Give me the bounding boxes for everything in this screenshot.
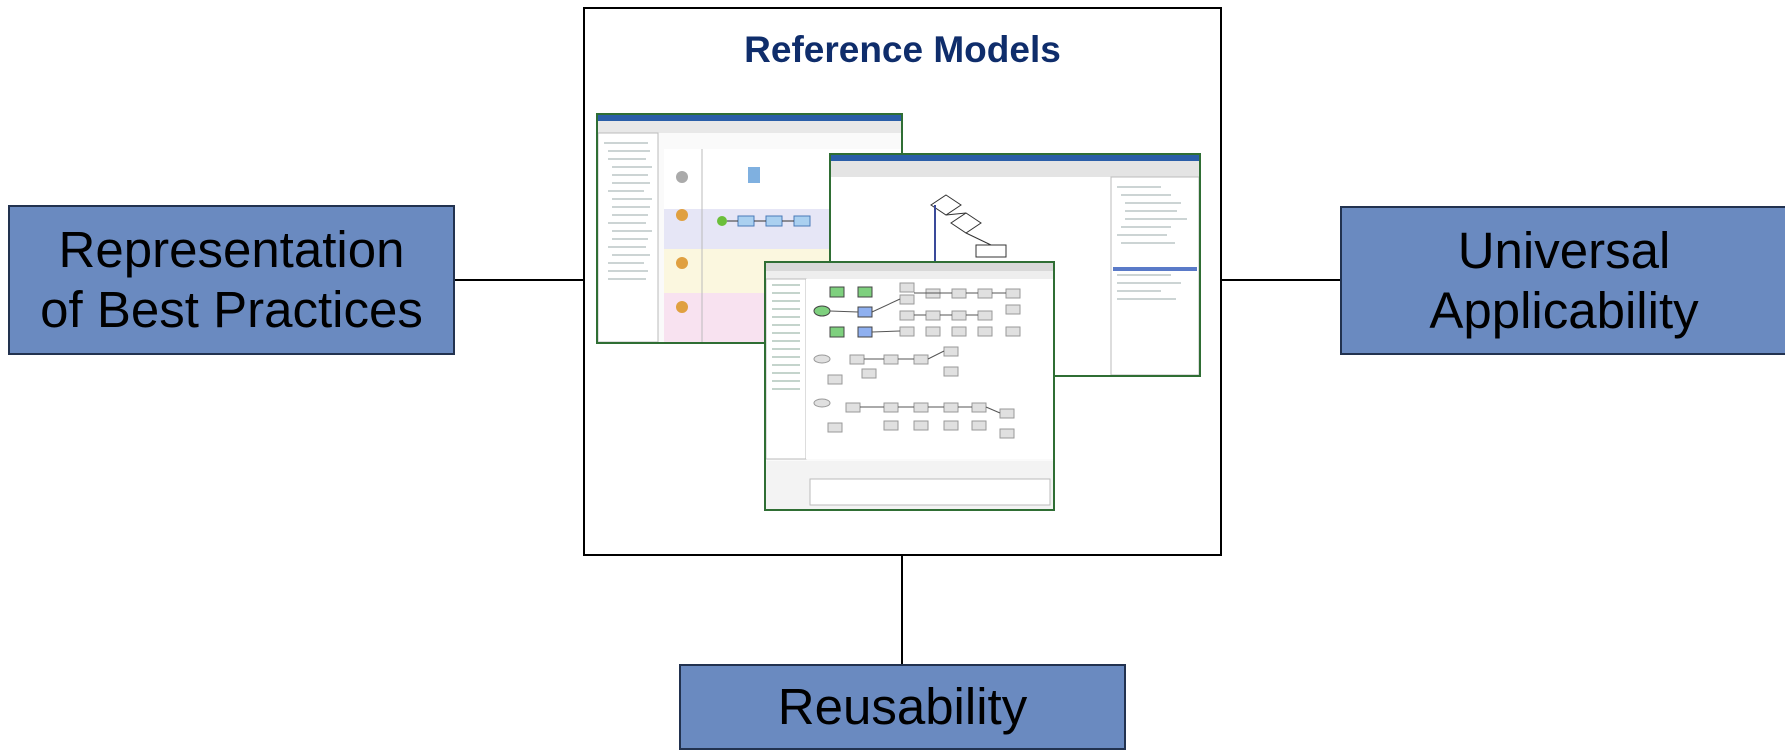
best-practices-line2: of Best Practices xyxy=(40,281,423,338)
universal-applicability-box: Universal Applicability xyxy=(1340,206,1785,355)
best-practices-box: Representation of Best Practices xyxy=(8,205,455,355)
reference-models-title: Reference Models xyxy=(744,29,1061,70)
universal-applicability-line2: Applicability xyxy=(1429,281,1699,339)
universal-applicability-line1: Universal xyxy=(1457,221,1671,279)
reusability-label: Reusability xyxy=(777,678,1028,735)
connector-right xyxy=(1221,279,1340,281)
connector-left xyxy=(454,279,584,281)
best-practices-line1: Representation xyxy=(58,221,405,278)
connector-bottom xyxy=(901,555,903,665)
reference-models-panel: Reference Models xyxy=(583,7,1222,556)
process-graph-editor-screenshot xyxy=(764,261,1055,511)
reusability-box: Reusability xyxy=(679,664,1126,750)
